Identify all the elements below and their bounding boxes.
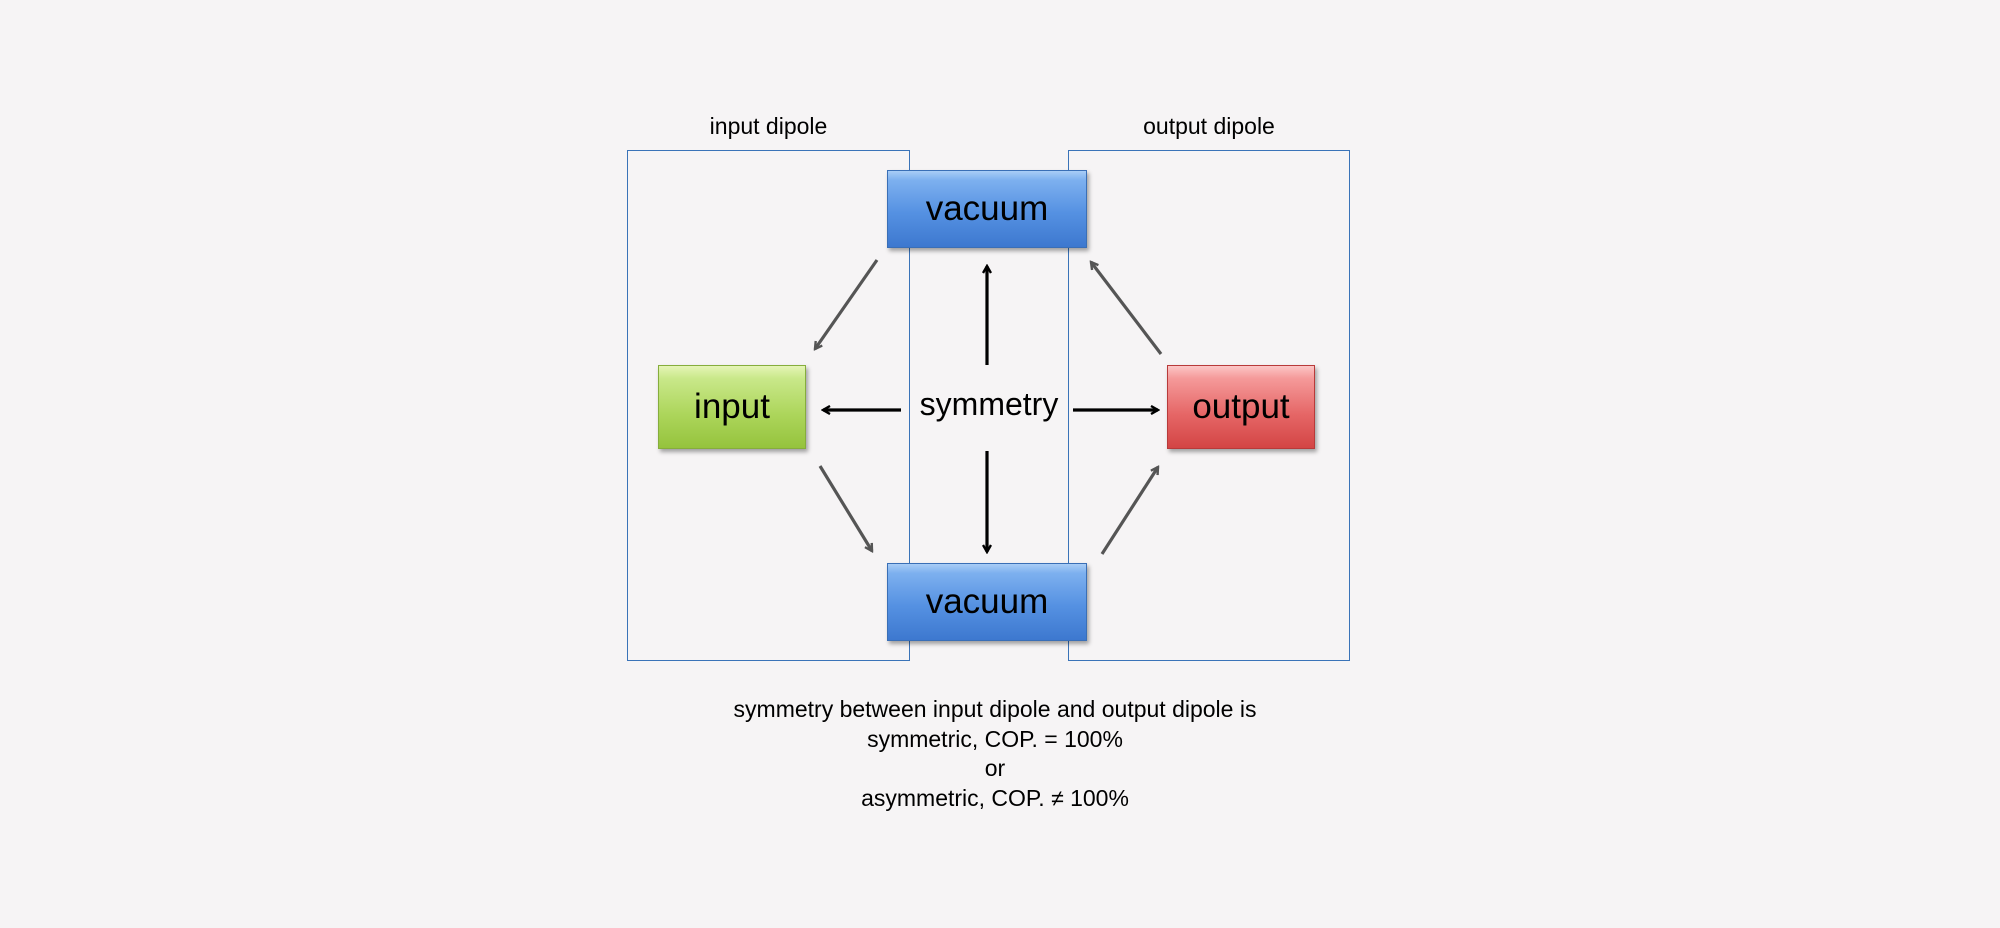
output-box: output: [1167, 365, 1315, 449]
caption-line-1: symmetry between input dipole and output…: [733, 696, 1257, 722]
vacuum-bottom-box: vacuum: [887, 563, 1087, 641]
symmetry-label: symmetry: [919, 386, 1059, 422]
caption: symmetry between input dipole and output…: [600, 695, 1390, 813]
caption-line-4: asymmetric, COP. ≠ 100%: [861, 784, 1129, 811]
caption-line-2: symmetric, COP. = 100%: [867, 725, 1123, 752]
caption-line-3: or: [984, 755, 1006, 781]
input-dipole-label: input dipole: [709, 113, 828, 139]
output-dipole-label: output dipole: [1143, 113, 1275, 139]
arrow-output-to-vacuum-top: [1091, 262, 1163, 355]
arrow-input-to-vacuum-bottom: [818, 465, 874, 551]
arrow-vacuum-top-to-input: [815, 259, 879, 349]
arrow-vacuum-bottom-to-output: [1100, 467, 1160, 555]
input-box: input: [658, 365, 806, 449]
output-dipole-frame: [1068, 150, 1350, 661]
input-dipole-frame: [627, 150, 910, 661]
vacuum-top-box: vacuum: [887, 170, 1087, 248]
